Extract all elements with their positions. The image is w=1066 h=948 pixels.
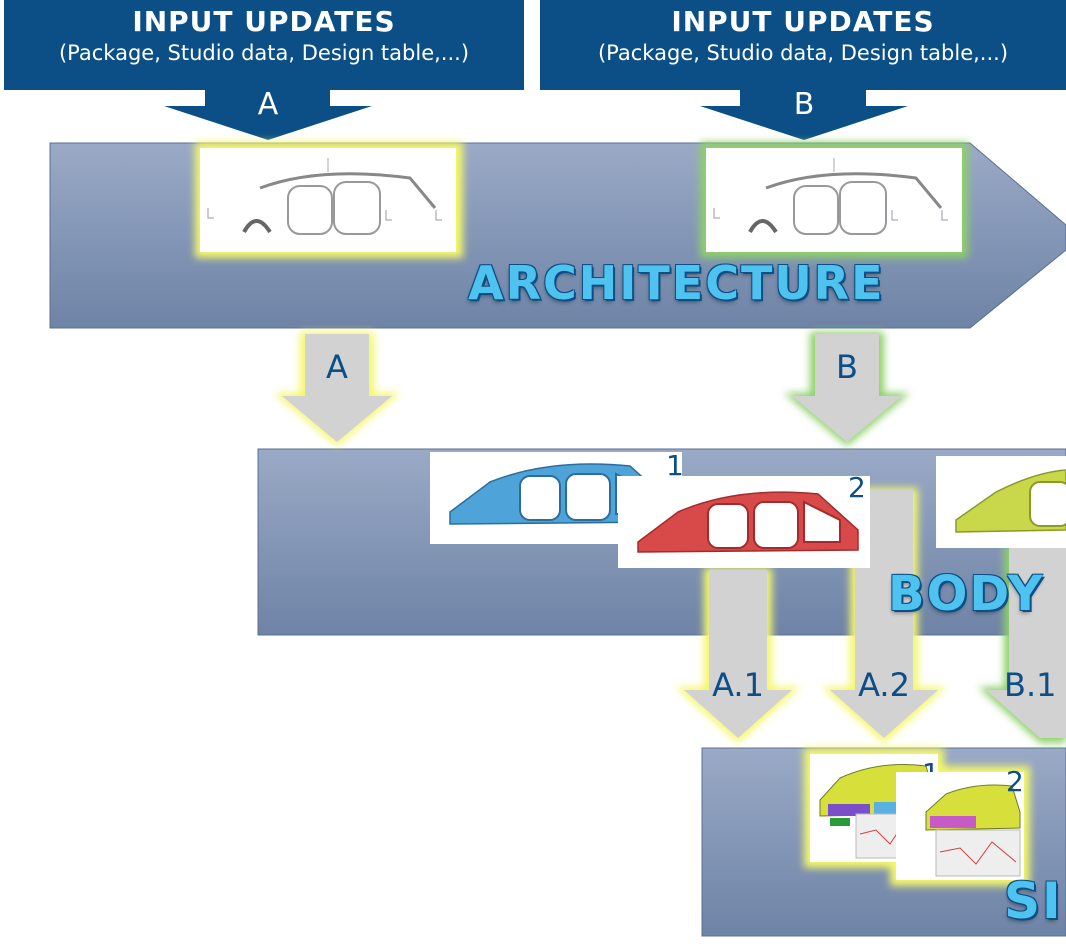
flow-label-a2: A.2: [858, 666, 910, 704]
stage-body-label: BODY: [888, 566, 1045, 622]
sim-variant-number-2: 2: [1006, 765, 1024, 798]
body-thumbnail-2: [618, 476, 870, 568]
input-arrow-a: [164, 90, 372, 140]
input-title-a: INPUT UPDATES: [132, 5, 396, 38]
body-side-yellow-icon: [955, 469, 1066, 533]
architecture-sketch-icon: [207, 158, 442, 235]
input-subtitle-a: (Package, Studio data, Design table,...): [58, 41, 470, 65]
input-title-b: INPUT UPDATES: [671, 5, 935, 38]
flow-arrow-b: [784, 332, 910, 446]
arch-thumbnail-b: [706, 148, 962, 252]
flow-label-b1: B.1: [1004, 666, 1057, 704]
flow-label-a1: A.1: [712, 666, 764, 704]
flow-arrow-a: [274, 332, 400, 446]
input-arrow-label-b: B: [793, 87, 815, 122]
body-thumbnail-3: [936, 456, 1066, 548]
sim-thumbnail-2: [896, 772, 1024, 880]
stage-simulation-label: SI: [1004, 872, 1063, 930]
stage-architecture-label: ARCHITECTURE: [468, 256, 885, 310]
simulation-result-icon: [925, 784, 1021, 877]
flow-label-b: B: [836, 348, 858, 386]
input-banner-b: INPUT UPDATES (Package, Studio data, Des…: [540, 0, 1066, 90]
input-arrow-label-a: A: [257, 87, 279, 122]
body-variant-number-1: 1: [666, 449, 684, 482]
architecture-sketch-icon: [713, 158, 948, 235]
body-side-red-icon: [637, 491, 859, 553]
flow-arrow-a1: [676, 568, 800, 743]
input-subtitle-b: (Package, Studio data, Design table,...): [597, 41, 1009, 65]
flow-arrow-b1: [978, 545, 1066, 743]
body-variant-number-2: 2: [848, 471, 866, 504]
input-arrow-b: [700, 90, 908, 140]
flow-label-a: A: [326, 348, 348, 386]
input-banner-a: INPUT UPDATES (Package, Studio data, Des…: [4, 0, 524, 90]
arch-thumbnail-a: [200, 148, 456, 252]
